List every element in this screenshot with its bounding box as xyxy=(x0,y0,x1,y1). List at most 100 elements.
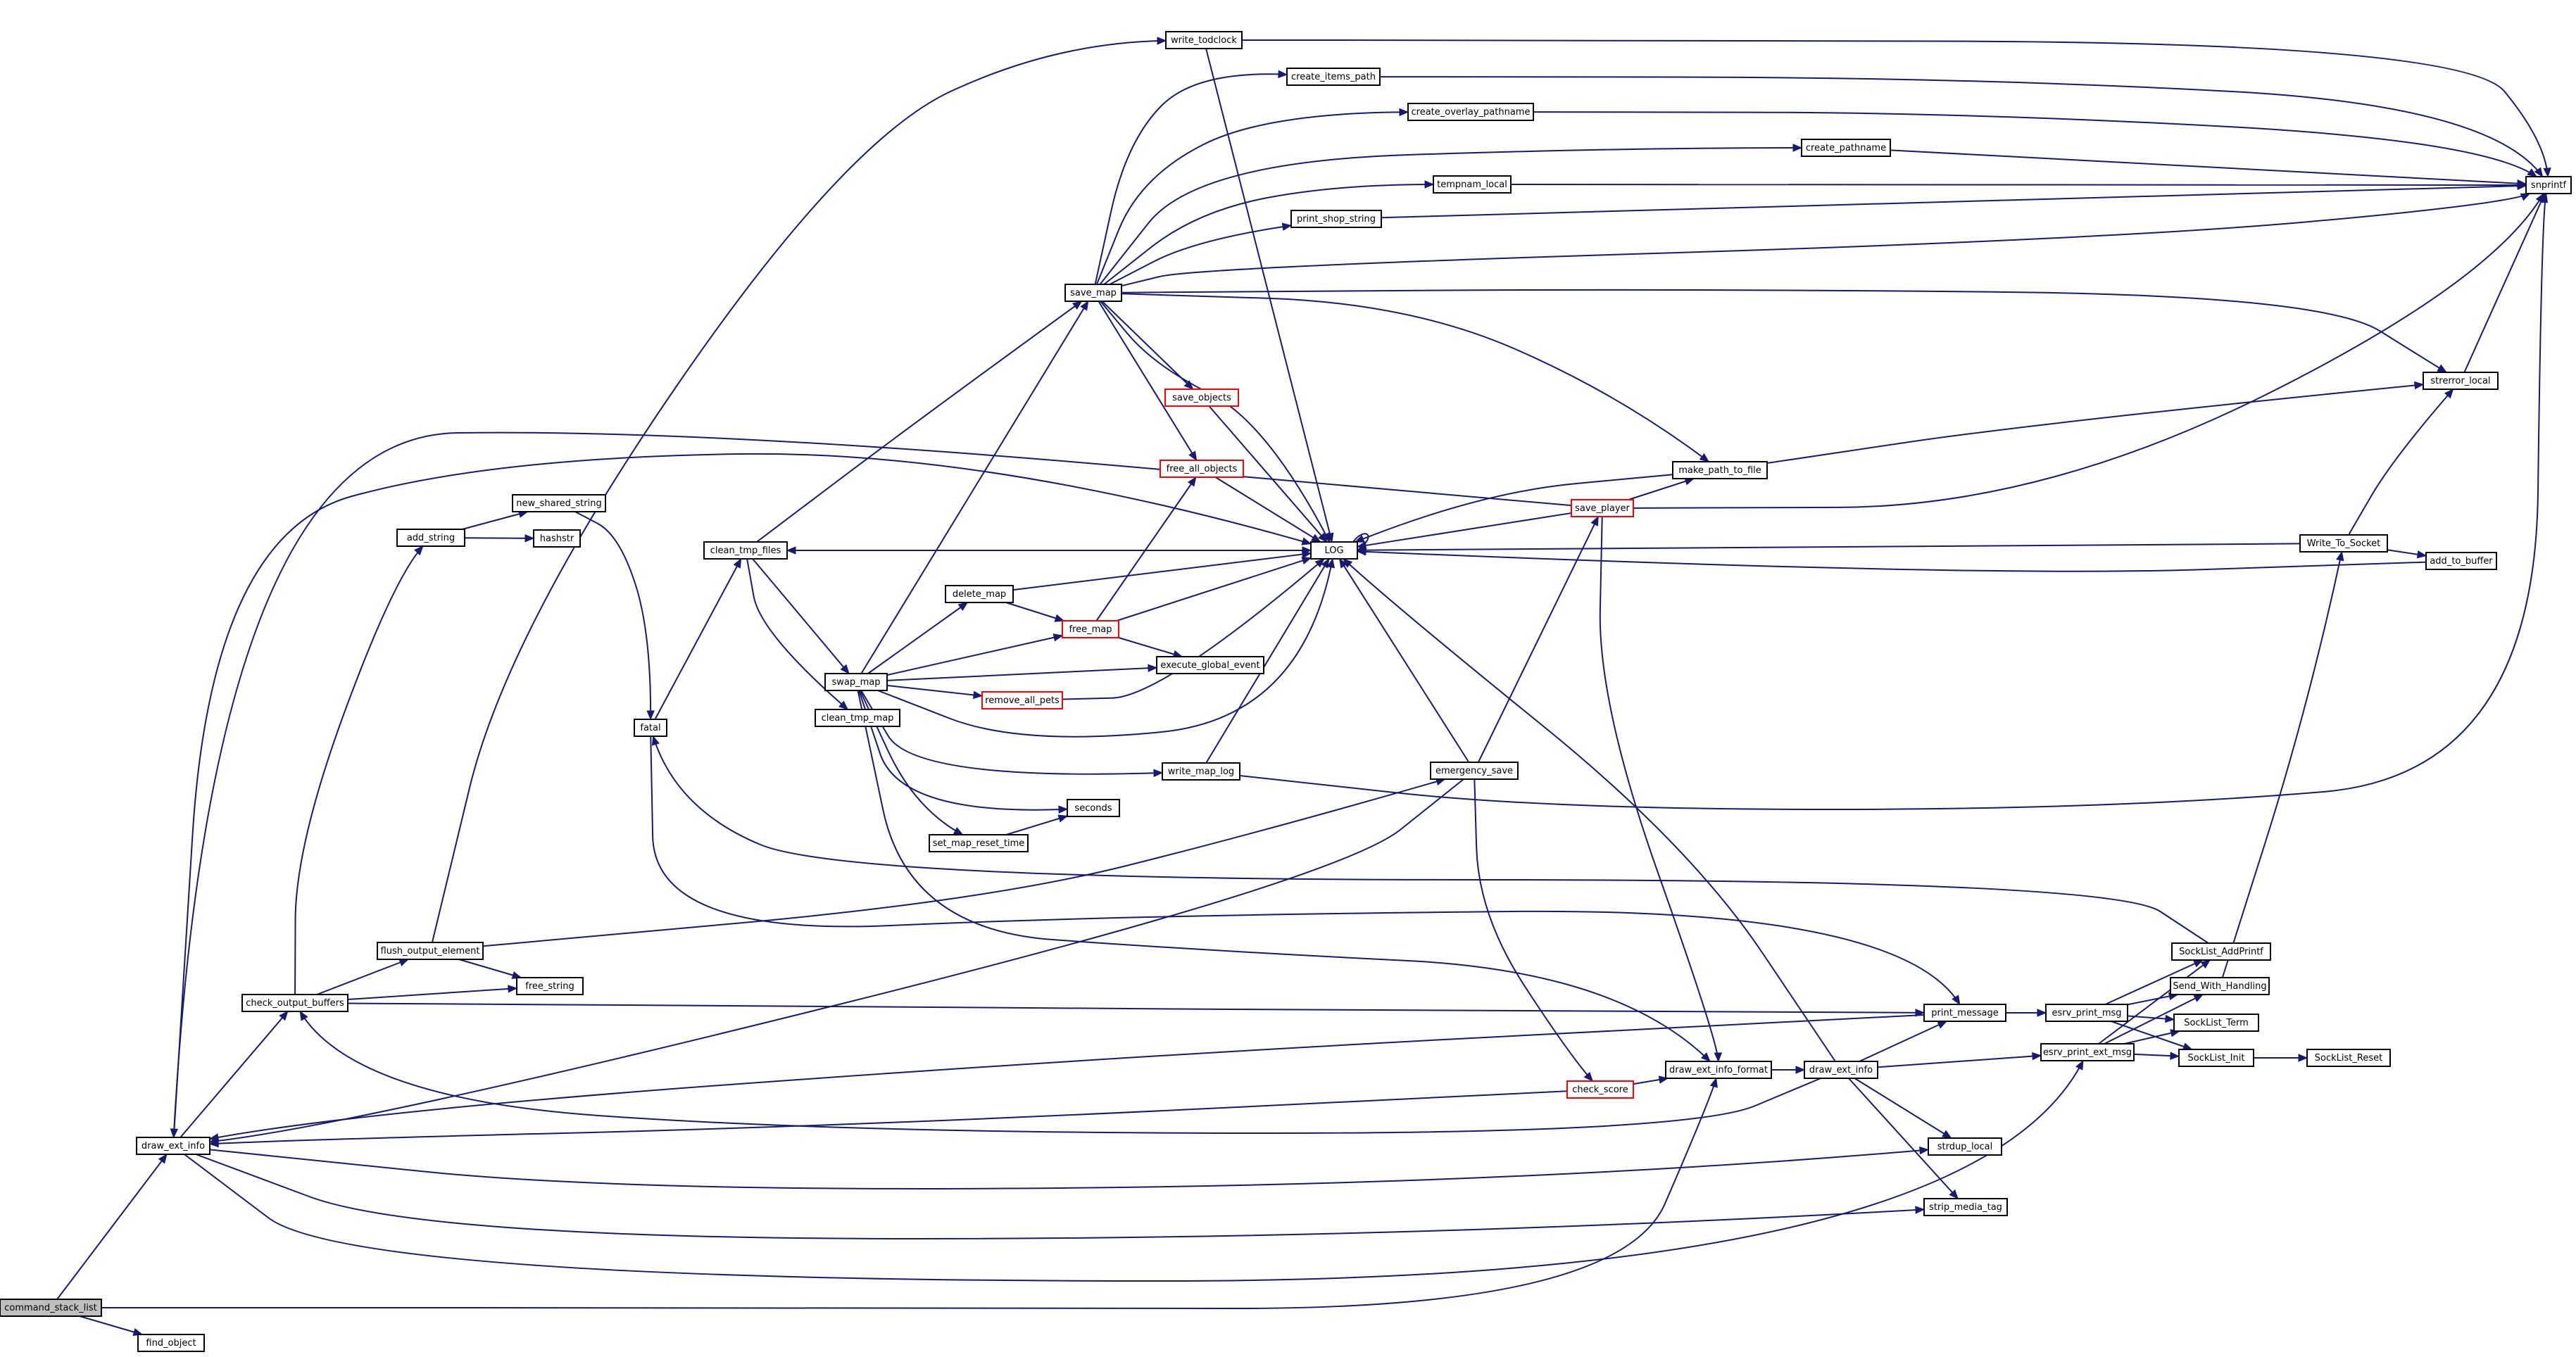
node-seconds[interactable]: seconds xyxy=(1067,799,1120,817)
node-strdup_local[interactable]: strdup_local xyxy=(1928,1137,2002,1156)
node-check_score[interactable]: check_score xyxy=(1566,1080,1634,1099)
node-box xyxy=(815,709,900,727)
node-free_all_objects[interactable]: free_all_objects xyxy=(1160,460,1244,478)
node-save_map[interactable]: save_map xyxy=(1064,284,1122,302)
node-make_path_to_file[interactable]: make_path_to_file xyxy=(1672,461,1768,479)
edge-arrowhead xyxy=(1301,557,1312,565)
edge-arrowhead xyxy=(1941,1130,1952,1139)
node-LOG[interactable]: LOG xyxy=(1310,541,1358,560)
node-fatal[interactable]: fatal xyxy=(634,719,667,737)
edge-arrowhead xyxy=(1919,1146,1930,1155)
node-delete_map[interactable]: delete_map xyxy=(945,585,1014,603)
node-create_overlay_pathname[interactable]: create_overlay_pathname xyxy=(1407,103,1534,121)
node-add_to_buffer[interactable]: add_to_buffer xyxy=(2425,552,2497,570)
node-SockList_AddPrintf[interactable]: SockList_AddPrintf xyxy=(2171,942,2271,961)
node-draw_ext_info_format[interactable]: draw_ext_info_format xyxy=(1665,1061,1772,1079)
edge-Write_To_Socket-to-add_to_buffer xyxy=(2387,549,2427,559)
node-command_stack_list[interactable]: command_stack_list xyxy=(0,1299,102,1317)
node-draw_ext_info_b[interactable]: draw_ext_info xyxy=(1804,1061,1878,1079)
edge-arrowhead xyxy=(1148,664,1158,672)
node-label: Send_With_Handling xyxy=(2173,981,2266,992)
node-add_string[interactable]: add_string xyxy=(396,529,465,547)
node-box xyxy=(1665,1061,1772,1079)
node-tempnam_local[interactable]: tempnam_local xyxy=(1433,175,1512,194)
node-Write_To_Socket[interactable]: Write_To_Socket xyxy=(2299,534,2388,553)
node-label: emergency_save xyxy=(1435,766,1513,776)
edge-arrowhead xyxy=(1343,558,1353,568)
edge-arrowhead xyxy=(786,546,796,555)
node-label: check_output_buffers xyxy=(246,998,344,1009)
node-box xyxy=(1310,541,1358,560)
edge-line xyxy=(458,959,522,978)
node-label: draw_ext_info xyxy=(1809,1065,1873,1075)
edge-arrowhead xyxy=(2298,1054,2308,1062)
node-clean_tmp_map[interactable]: clean_tmp_map xyxy=(815,709,900,727)
edge-line xyxy=(650,736,1961,1005)
edge-line xyxy=(1338,558,1470,763)
edge-line xyxy=(1357,550,2427,572)
node-find_object[interactable]: find_object xyxy=(137,1334,205,1352)
edge-write_map_log-to-LOG xyxy=(1205,557,1330,764)
edge-delete_map-to-LOG xyxy=(1012,550,1312,591)
node-remove_all_pets[interactable]: remove_all_pets xyxy=(981,691,1063,709)
node-flush_output_element[interactable]: flush_output_element xyxy=(377,942,484,960)
edge-arrowhead xyxy=(1057,814,1069,823)
edge-arrowhead xyxy=(1424,180,1435,189)
edge-arrowhead xyxy=(2336,550,2344,562)
node-SockList_Term[interactable]: SockList_Term xyxy=(2173,1014,2259,1032)
node-write_todclock[interactable]: write_todclock xyxy=(1165,31,1243,49)
node-execute_global_event[interactable]: execute_global_event xyxy=(1156,656,1264,674)
node-free_map[interactable]: free_map xyxy=(1062,620,1119,638)
node-box xyxy=(2040,1043,2135,1061)
node-Send_With_Handling[interactable]: Send_With_Handling xyxy=(2170,977,2270,995)
node-esrv_print_msg[interactable]: esrv_print_msg xyxy=(2045,1004,2128,1022)
edge-save_map-to-create_overlay_pathname xyxy=(1095,108,1409,285)
edge-emergency_save-to-LOG xyxy=(1338,557,1470,763)
edge-line xyxy=(299,1011,1821,1135)
node-set_map_reset_time[interactable]: set_map_reset_time xyxy=(929,834,1029,852)
node-box xyxy=(2045,1004,2128,1022)
node-label: draw_ext_info_format xyxy=(1669,1065,1768,1075)
edge-arrowhead xyxy=(1795,1066,1806,1074)
node-new_shared_string[interactable]: new_shared_string xyxy=(512,494,606,512)
node-create_items_path[interactable]: create_items_path xyxy=(1286,68,1381,86)
node-box xyxy=(2173,1014,2259,1032)
node-print_message[interactable]: print_message xyxy=(1923,1004,2006,1022)
edge-line xyxy=(652,736,2209,944)
edge-line xyxy=(1121,193,2530,287)
node-SockList_Init[interactable]: SockList_Init xyxy=(2178,1049,2254,1067)
edge-swap_map-to-execute_global_event xyxy=(886,664,1158,681)
node-hashstr[interactable]: hashstr xyxy=(533,529,581,548)
node-free_string[interactable]: free_string xyxy=(516,977,584,995)
node-box xyxy=(945,585,1014,603)
edge-make_path_to_file-to-LOG xyxy=(1354,474,1673,543)
node-check_output_buffers[interactable]: check_output_buffers xyxy=(241,994,348,1012)
node-SockList_Reset[interactable]: SockList_Reset xyxy=(2306,1049,2391,1067)
edge-save_map-to-tempnam_local xyxy=(1103,180,1435,285)
node-write_map_log[interactable]: write_map_log xyxy=(1162,762,1240,781)
node-save_player[interactable]: save_player xyxy=(1571,499,1634,517)
node-label: flush_output_element xyxy=(381,946,480,957)
node-save_objects[interactable]: save_objects xyxy=(1164,389,1239,407)
node-swap_map[interactable]: swap_map xyxy=(824,673,888,691)
edge-line xyxy=(2104,994,2204,1044)
node-emergency_save[interactable]: emergency_save xyxy=(1430,762,1519,780)
node-print_shop_string[interactable]: print_shop_string xyxy=(1290,210,1382,228)
node-draw_ext_info_a[interactable]: draw_ext_info xyxy=(136,1137,211,1155)
node-clean_tmp_files[interactable]: clean_tmp_files xyxy=(703,541,788,560)
edge-line xyxy=(462,511,528,530)
edge-draw_ext_info_a-to-strdup_local xyxy=(209,1146,1930,1189)
edge-arrowhead xyxy=(508,985,518,993)
node-strerror_local[interactable]: strerror_local xyxy=(2423,372,2499,390)
edge-line xyxy=(1379,76,2544,177)
edge-line xyxy=(1848,1078,1959,1199)
edge-line xyxy=(1381,184,2527,219)
node-strip_media_tag[interactable]: strip_media_tag xyxy=(1923,1198,2008,1216)
node-snprintf[interactable]: snprintf xyxy=(2525,176,2572,194)
node-create_pathname[interactable]: create_pathname xyxy=(1801,139,1891,157)
edge-line xyxy=(886,684,983,697)
edge-line xyxy=(180,1011,289,1138)
node-esrv_print_ext_msg[interactable]: esrv_print_ext_msg xyxy=(2040,1043,2135,1061)
edge-draw_ext_info_a-to-esrv_print_ext_msg xyxy=(184,1059,2084,1282)
